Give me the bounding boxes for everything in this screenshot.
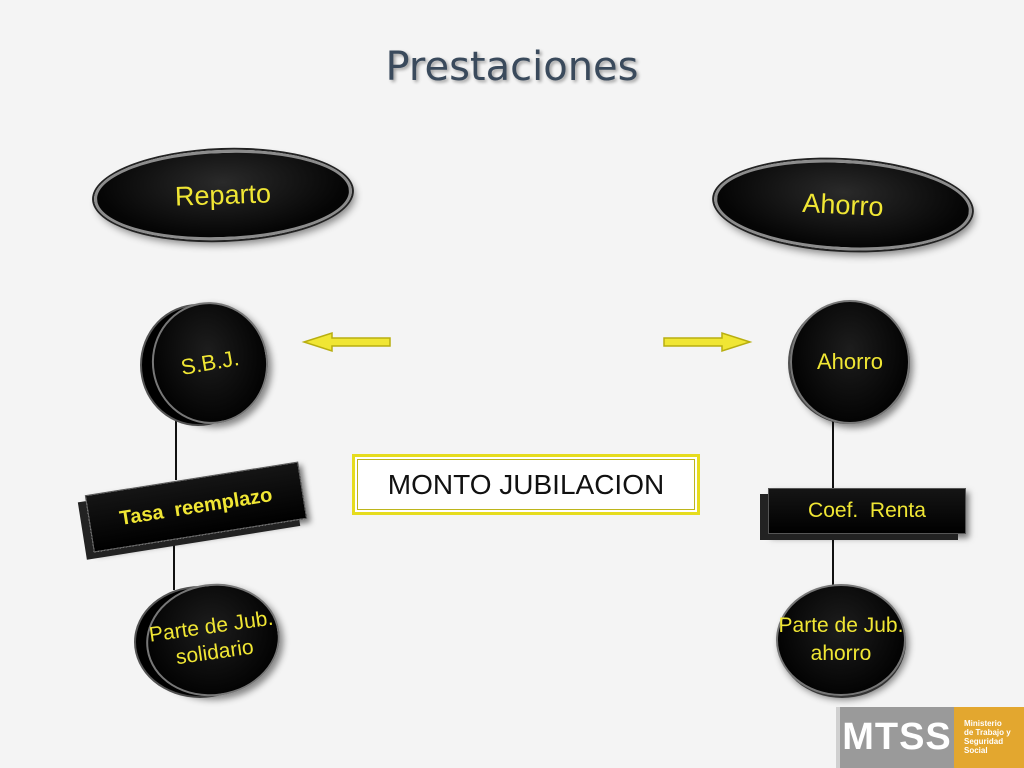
left-connector-top [175, 420, 177, 480]
page-title: Prestaciones [385, 44, 639, 90]
left-connector-bottom [173, 540, 175, 590]
parte-solidario-coin: Parte de Jub. solidario [134, 575, 288, 705]
ahorro-oval-label: Ahorro [801, 187, 885, 222]
left-arrow-icon [301, 331, 391, 353]
mtss-logo: MTSS Ministerio de Trabajo y Seguridad S… [836, 707, 1024, 768]
ahorro-oval: Ahorro [711, 153, 975, 257]
logo-line-1: Ministerio [964, 719, 1002, 728]
mtss-logo-text: Ministerio de Trabajo y Seguridad Social [954, 707, 1024, 768]
tasa-reemplazo-bar: Tasa reemplazo [84, 461, 308, 553]
ahorro-coin-label: Ahorro [816, 349, 884, 374]
sbj-coin: S.B.J. [140, 292, 278, 434]
ahorro-coin: Ahorro [786, 300, 912, 426]
monto-jubilacion-box: MONTO JUBILACION [352, 454, 700, 515]
reparto-label: Reparto [174, 177, 272, 212]
parte-ahorro-coin: Parte de Jub. ahorro [770, 584, 910, 698]
parte-ahorro-line2: ahorro [810, 642, 872, 665]
logo-line-3: Seguridad [964, 737, 1004, 746]
reparto-oval: Reparto [92, 145, 354, 245]
tasa-reemplazo-label: Tasa reemplazo [118, 483, 274, 530]
sbj-label: S.B.J. [178, 345, 241, 380]
coef-renta-bar: Coef. Renta [768, 488, 966, 534]
right-connector-top [832, 420, 834, 490]
logo-line-2: de Trabajo y [964, 728, 1011, 737]
right-arrow-icon [663, 331, 753, 353]
coef-renta-label: Coef. Renta [808, 499, 926, 522]
logo-line-4: Social [964, 746, 988, 755]
monto-jubilacion-label: MONTO JUBILACION [387, 468, 665, 500]
right-connector-bottom [832, 530, 834, 588]
mtss-logo-mark: MTSS [836, 707, 954, 768]
parte-ahorro-line1: Parte de Jub. [778, 614, 904, 637]
